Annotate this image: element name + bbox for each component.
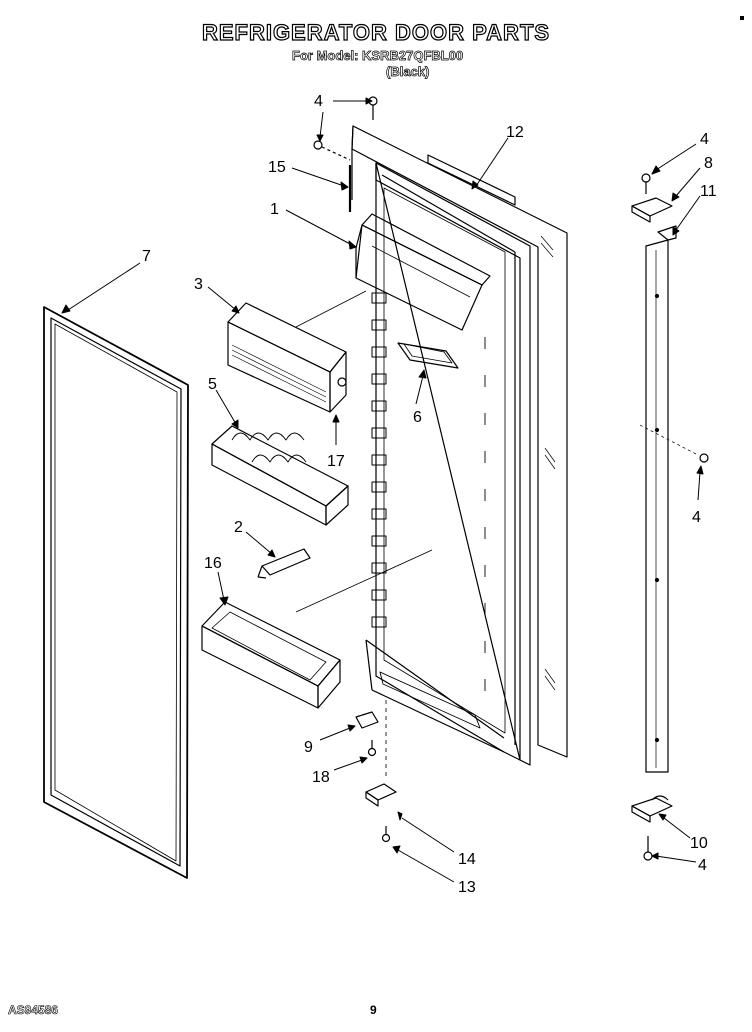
callout-labels: 4 15 1 12 7 3 6 5 17 2 16 9 18 14 13 4 8… xyxy=(142,93,717,896)
callout-5: 5 xyxy=(208,376,217,393)
callout-9: 9 xyxy=(304,739,313,756)
callout-18: 18 xyxy=(312,769,330,786)
callout-4-top: 4 xyxy=(314,93,323,110)
door-gasket xyxy=(43,306,189,879)
model-line: For Model: KSRB27QFBL00 xyxy=(292,48,464,64)
callout-16: 16 xyxy=(204,555,222,572)
callout-8: 8 xyxy=(704,155,713,172)
callout-arrows xyxy=(61,97,704,883)
leader-line xyxy=(295,290,367,328)
top-housing xyxy=(355,213,491,331)
corner-mark xyxy=(740,16,744,20)
callout-1: 1 xyxy=(270,201,279,218)
leader-line xyxy=(295,549,433,613)
page-title: REFRIGERATOR DOOR PARTS xyxy=(201,19,551,45)
bottom-bin xyxy=(201,601,341,709)
color-line: (Black) xyxy=(386,64,430,80)
drawing-code: AS94586 xyxy=(8,1003,59,1018)
egg-tray xyxy=(211,425,349,526)
door-panel xyxy=(351,125,568,766)
callout-3: 3 xyxy=(194,276,203,293)
callout-14: 14 xyxy=(458,851,476,868)
page-number: 9 xyxy=(370,1003,377,1017)
callout-10: 10 xyxy=(690,835,708,852)
callout-7: 7 xyxy=(142,248,151,265)
callout-2: 2 xyxy=(234,519,243,536)
callout-15: 15 xyxy=(268,159,286,176)
callout-4-hinge-top: 4 xyxy=(700,131,709,148)
top-screws xyxy=(313,96,378,161)
callout-4-hinge-bottom: 4 xyxy=(698,857,707,874)
callout-4-hinge-mid: 4 xyxy=(692,509,701,526)
callout-11: 11 xyxy=(700,183,717,200)
small-clip xyxy=(257,548,311,579)
callout-13: 13 xyxy=(458,879,476,896)
hinge-assembly xyxy=(631,173,709,861)
callout-12: 12 xyxy=(506,124,524,141)
cover-shelf xyxy=(227,302,347,413)
callout-6: 6 xyxy=(413,409,422,426)
bottom-hinge-parts xyxy=(355,700,397,843)
callout-17: 17 xyxy=(327,453,345,470)
small-tray xyxy=(397,342,459,369)
